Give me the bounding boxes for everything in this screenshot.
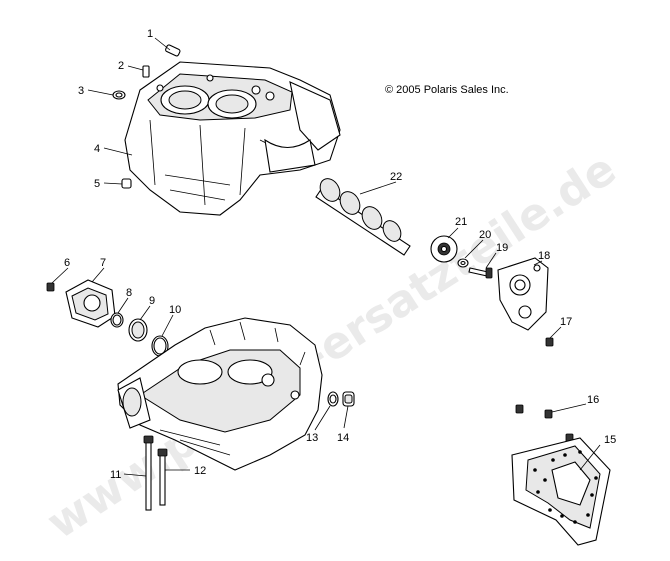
callout-22: 22 (390, 171, 402, 183)
callout-17: 17 (560, 316, 572, 328)
callout-12: 12 (194, 465, 206, 477)
upper-crankcase (124, 61, 341, 216)
callout-5: 5 (94, 178, 100, 190)
callout-4: 4 (94, 143, 100, 155)
callout-21: 21 (455, 216, 467, 228)
callout-1: 1 (147, 28, 153, 40)
bolt-17 (545, 337, 554, 347)
callout-14: 14 (337, 432, 349, 444)
oil-pan (511, 437, 611, 546)
o-ring (110, 312, 124, 328)
seal-13 (327, 391, 339, 407)
callout-9: 9 (149, 295, 155, 307)
callout-11: 11 (110, 469, 121, 481)
callout-19: 19 (496, 242, 508, 254)
copyright-text: © 2005 Polaris Sales Inc. (385, 84, 509, 96)
seal (128, 318, 148, 342)
long-bolts (143, 435, 168, 511)
oil-pump-housing (65, 279, 116, 328)
camshaft (315, 178, 411, 256)
plug-14 (342, 391, 355, 407)
callout-10: 10 (169, 304, 181, 316)
bolt-19 (468, 267, 493, 279)
callout-labels: 1 2 3 4 5 6 7 8 9 10 11 12 13 14 15 16 1… (64, 28, 616, 481)
bolts-16 (515, 404, 574, 443)
washer (457, 258, 469, 268)
callout-8: 8 (126, 287, 132, 299)
callout-15: 15 (604, 434, 616, 446)
callout-3: 3 (78, 85, 84, 97)
callout-6: 6 (64, 257, 70, 269)
callout-7: 7 (100, 257, 106, 269)
callout-13: 13 (306, 432, 318, 444)
callout-18: 18 (538, 250, 550, 262)
callout-20: 20 (479, 229, 491, 241)
cam-gear (430, 235, 458, 263)
leader-lines (51, 37, 601, 477)
bolt-6 (46, 282, 55, 292)
lower-crankcase (117, 317, 323, 471)
cover-plate (497, 257, 549, 331)
callout-2: 2 (118, 60, 124, 72)
callout-16: 16 (587, 394, 599, 406)
